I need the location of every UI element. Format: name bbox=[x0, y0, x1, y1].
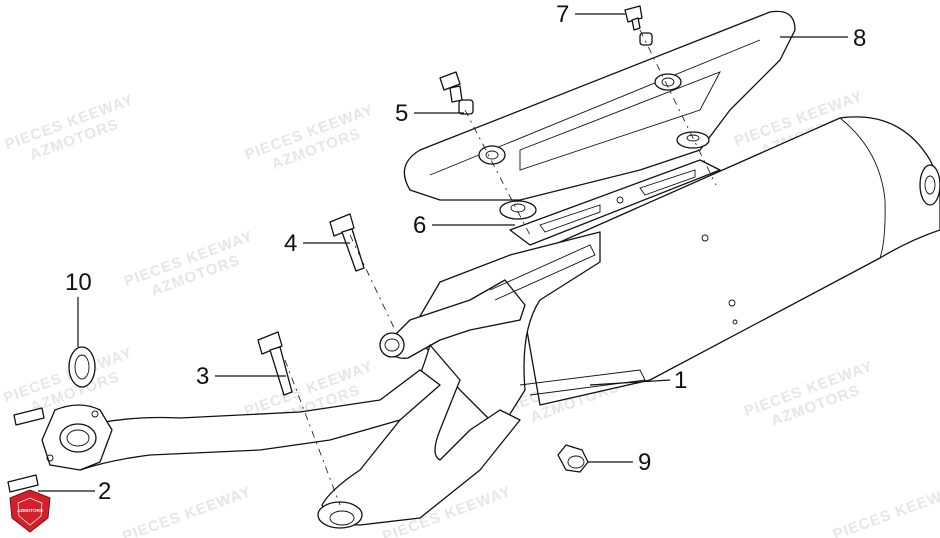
logo-text: AZMOTORS bbox=[17, 508, 43, 513]
callout-label-8: 8 bbox=[853, 25, 866, 52]
brand-logo: AZMOTORS bbox=[9, 489, 51, 533]
gasket-10 bbox=[68, 346, 96, 388]
callout-label-10: 10 bbox=[65, 269, 92, 296]
callout-label-7: 7 bbox=[556, 1, 569, 28]
bolt-5 bbox=[439, 71, 474, 115]
callout-label-6: 6 bbox=[413, 212, 426, 239]
callout-lines bbox=[38, 13, 848, 492]
callout-label-1: 1 bbox=[674, 367, 687, 394]
callout-label-2: 2 bbox=[98, 478, 111, 505]
bolt-3 bbox=[257, 331, 293, 396]
callout-label-5: 5 bbox=[395, 100, 408, 127]
watermark-text: PIECES KEEWAY bbox=[831, 481, 940, 538]
bolt-4 bbox=[329, 213, 365, 272]
callout-label-9: 9 bbox=[638, 449, 651, 476]
heat-shield bbox=[403, 10, 796, 201]
muffler-body bbox=[317, 116, 940, 529]
exhaust-pipe bbox=[41, 369, 441, 471]
studs-2 bbox=[7, 407, 45, 493]
mount-bracket bbox=[499, 131, 721, 246]
callout-labels: 1 2 3 4 5 6 7 8 9 10 bbox=[65, 1, 866, 505]
callout-label-3: 3 bbox=[196, 363, 209, 390]
buffer-9 bbox=[557, 444, 589, 473]
watermark-text: PIECES KEEWAY bbox=[120, 483, 253, 538]
centerlines bbox=[284, 29, 717, 506]
callout-label-4: 4 bbox=[284, 230, 297, 257]
bolt-7 bbox=[624, 5, 653, 46]
